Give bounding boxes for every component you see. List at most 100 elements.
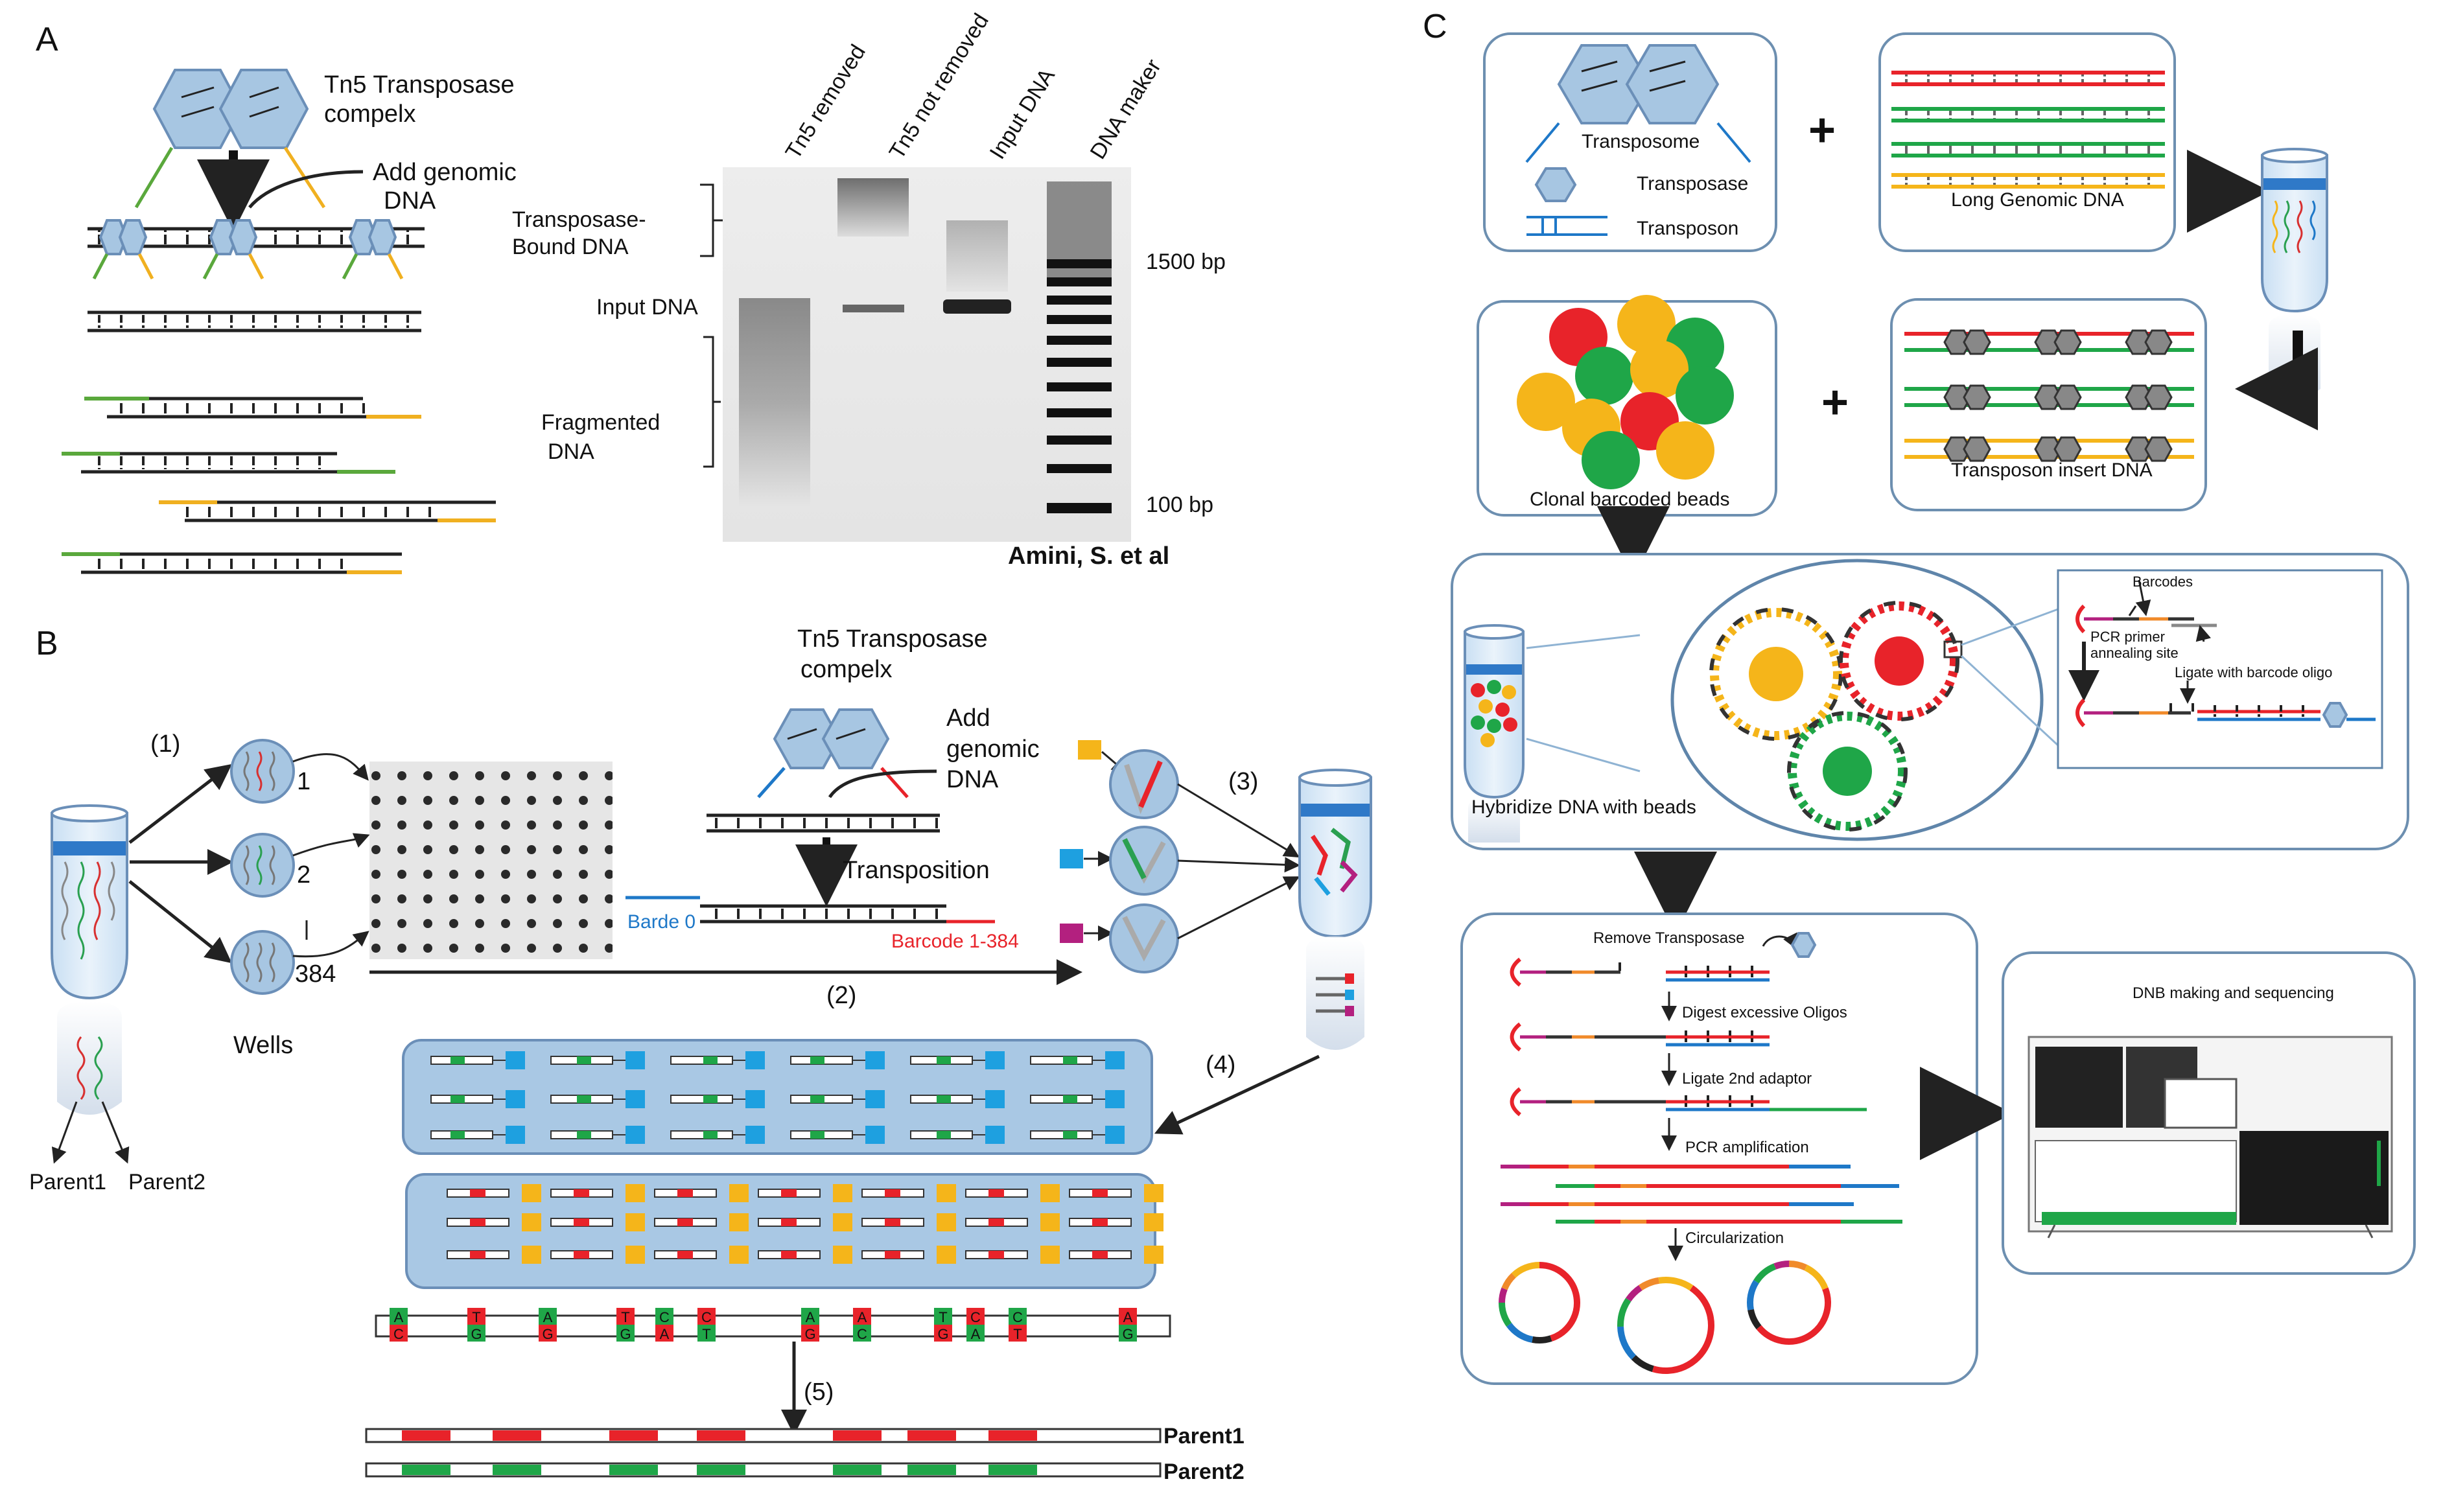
- svg-text:C: C: [393, 1326, 404, 1342]
- pooled-tube: [1298, 769, 1372, 1050]
- tube-parent1: Parent1: [29, 1170, 106, 1194]
- pcr-amp-label: PCR amplification: [1685, 1139, 1809, 1156]
- fragment-4: [62, 552, 402, 574]
- parent1-blocks: [402, 1430, 1037, 1441]
- lane2-bound-band: [837, 178, 909, 237]
- zoom-line-2: [1526, 738, 1641, 773]
- insert-dna-strands: [1904, 329, 2194, 462]
- b-add-curve: [828, 769, 937, 798]
- transposon-label: Transposon: [1637, 218, 1738, 239]
- oligo-detail-box: [2057, 569, 2383, 769]
- transposition-label: Transposition: [843, 857, 990, 884]
- svg-text:T: T: [939, 1309, 947, 1325]
- read-blue: [430, 1051, 525, 1069]
- hybrid-bead-yellow: [1709, 607, 1843, 741]
- snp-marker: TG: [934, 1308, 952, 1342]
- well2-to-plate: [292, 833, 370, 857]
- read-blue: [670, 1090, 765, 1108]
- read-yellow: [965, 1246, 1060, 1264]
- lane3-input-band: [943, 299, 1011, 314]
- barcodes-label: Barcodes: [2133, 574, 2193, 590]
- bc-well-green: [1109, 826, 1179, 896]
- hap-block-red: [697, 1430, 745, 1441]
- long-dna-label: Long Genomic DNA: [1951, 189, 2124, 211]
- pool-arrow-1: [1177, 783, 1300, 858]
- complex-label-line2: compelx: [324, 100, 416, 128]
- add-dna-line2: DNA: [384, 187, 436, 215]
- hybrid-bead-green: [1787, 711, 1908, 832]
- lane2-input-band: [843, 305, 904, 312]
- dnb-circle: [1617, 1277, 1714, 1374]
- read-yellow: [447, 1184, 541, 1202]
- lane-label-4: DNA maker: [1086, 55, 1166, 164]
- hap-block-green: [907, 1465, 956, 1475]
- read-yellow: [654, 1213, 749, 1231]
- gel-label-frag-2: DNA: [548, 439, 594, 464]
- snp-marker: CA: [655, 1308, 673, 1342]
- hap-block-red: [402, 1430, 450, 1441]
- snp-marker: AC: [390, 1308, 408, 1342]
- read-blue: [1030, 1051, 1125, 1069]
- complex-label-line1: Tn5 Transposase: [324, 71, 515, 99]
- read-blue: [550, 1126, 645, 1144]
- hap-block-red: [609, 1430, 658, 1441]
- read-yellow: [447, 1213, 541, 1231]
- transposome-icon: [1525, 44, 1751, 163]
- reads-yellow-group: [447, 1184, 1163, 1264]
- well-plate: [369, 762, 613, 959]
- svg-text:A: A: [1123, 1309, 1133, 1325]
- beads-label: Clonal barcoded beads: [1530, 489, 1730, 510]
- gel-image: [723, 167, 1131, 542]
- barcoded-beads: [1517, 295, 1734, 489]
- snp-marker: CA: [966, 1308, 985, 1342]
- step-1: (1): [150, 730, 180, 758]
- add-dna-line1: Add genomic: [373, 159, 517, 186]
- svg-text:G: G: [471, 1326, 482, 1342]
- dnb-label: DNB making and sequencing: [2133, 984, 2334, 1002]
- tube-parent2: Parent2: [128, 1170, 205, 1194]
- panel-b: B Parent1 Parent2 (1): [29, 625, 1372, 1484]
- svg-text:A: A: [543, 1309, 553, 1325]
- split-arrow-3: [128, 880, 232, 964]
- svg-text:T: T: [702, 1326, 710, 1342]
- processing-steps: [1501, 932, 1902, 1261]
- parent2-blocks: [402, 1465, 1037, 1475]
- hybridize-label: Hybridize DNA with beads: [1471, 797, 1696, 818]
- read-yellow: [965, 1213, 1060, 1231]
- svg-text:C: C: [970, 1309, 981, 1325]
- circ-label: Circularization: [1685, 1229, 1784, 1247]
- bc-well-red: [1109, 749, 1179, 819]
- hap-block-green: [609, 1465, 658, 1475]
- read-yellow: [758, 1184, 852, 1202]
- dnb-circle: [1499, 1262, 1580, 1343]
- gel-label-frag-1: Fragmented: [541, 410, 660, 435]
- b-complex-label-2: compelx: [801, 656, 893, 683]
- b-dna-strand: [707, 813, 940, 833]
- b-complex-label-1: Tn5 Transposase: [797, 625, 988, 653]
- read-yellow: [1069, 1184, 1163, 1202]
- well-1: [230, 739, 295, 804]
- sample-tube: [51, 804, 128, 1115]
- lane-label-2: Tn5 not removed: [885, 9, 994, 163]
- well-num-384: 384: [295, 960, 336, 988]
- gel-credit: Amini, S. et al: [1008, 542, 1169, 570]
- gel-label-bound-2: Bound DNA: [512, 235, 629, 259]
- hap-block-green: [833, 1465, 882, 1475]
- lane3-smear: [946, 220, 1008, 292]
- svg-text:G: G: [542, 1326, 553, 1342]
- hap-block-green: [988, 1465, 1037, 1475]
- svg-text:G: G: [937, 1326, 948, 1342]
- read-blue: [430, 1090, 525, 1108]
- split-arrow-1: [128, 763, 232, 844]
- transposome-label: Transposome: [1582, 131, 1700, 152]
- read-yellow: [550, 1246, 645, 1264]
- snp-marker: TG: [616, 1308, 635, 1342]
- hap-block-green: [402, 1465, 450, 1475]
- sequencer-image: [2028, 1036, 2393, 1239]
- tn5-complex-icon: [134, 69, 326, 209]
- snp-marker: AG: [539, 1308, 557, 1342]
- fragment-1: [84, 397, 421, 419]
- panel-b-letter: B: [36, 625, 58, 662]
- remove-label: Remove Transposase: [1593, 929, 1744, 947]
- digest-label: Digest excessive Oligos: [1682, 1004, 1847, 1021]
